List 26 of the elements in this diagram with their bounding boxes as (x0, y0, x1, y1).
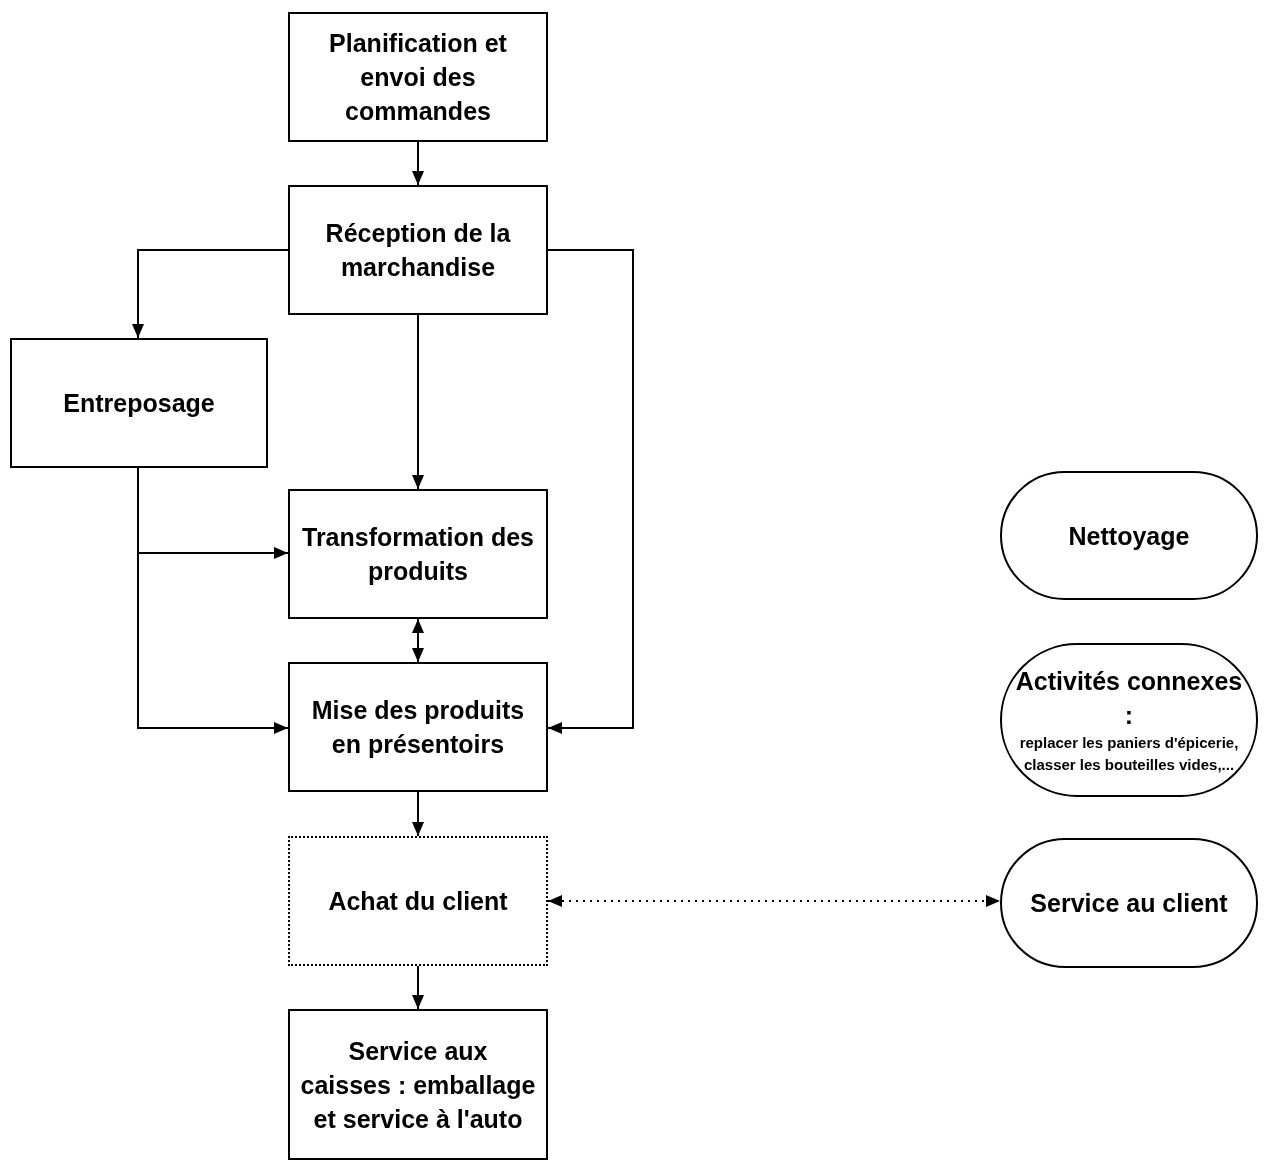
arrow (412, 965, 424, 1010)
node-description: replacer les paniers d'épicerie, classer les bouteilles vides,... (1018, 733, 1240, 775)
arrow (132, 249, 289, 339)
node-title: Planification et envoi des commandes (328, 28, 508, 127)
process-box (288, 185, 548, 315)
arrow (412, 618, 424, 663)
node-title: Service au client (1030, 888, 1228, 919)
arrow (412, 141, 424, 186)
node-title: Activités connexes : (1014, 666, 1244, 731)
dotted-process-box (288, 836, 548, 966)
arrow (547, 249, 634, 734)
process-box (288, 1009, 548, 1160)
process-box (10, 338, 268, 468)
arrow (412, 314, 424, 490)
node-title: Nettoyage (1068, 520, 1190, 552)
process-box (288, 12, 548, 142)
node-title: Achat du client (328, 886, 508, 917)
process-box (288, 489, 548, 619)
process-box (288, 662, 548, 792)
arrow (412, 791, 424, 837)
node-title: Transformation des produits (301, 522, 535, 587)
dotted-arrow (547, 895, 1001, 907)
node-title: Entreposage (63, 388, 215, 419)
node-title: Réception de la marchandise (324, 218, 512, 283)
node-title: Mise des produits en présentoirs (310, 695, 526, 760)
node-title: Service aux caisses : emballage et service à l'auto (300, 1035, 536, 1135)
